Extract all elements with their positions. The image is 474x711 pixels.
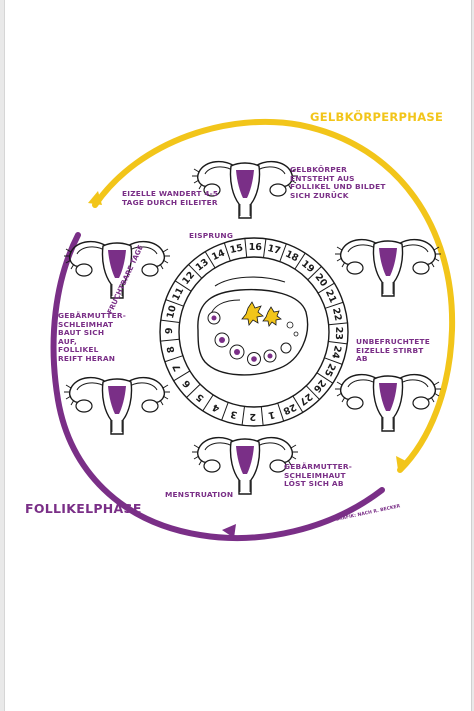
luteal-phase-title: GELBKÖRPERPHASE	[310, 110, 443, 124]
day-number: 23	[333, 327, 344, 340]
label-ovulation: EISPRUNG	[189, 232, 249, 241]
uterus-icon-left-lower	[64, 378, 170, 434]
follicular-phase-title: FOLLIKELPHASE	[25, 501, 142, 516]
label-egg-travel: EIZELLE WANDERT 4-5 TAGE DURCH EILEITER	[122, 190, 226, 207]
label-lining-sheds: GEBÄRMUTTER-SCHLEIMHAUT LÖST SICH AB	[284, 463, 366, 489]
label-corpus-luteum: GELBKÖRPER ENTSTEHT AUS FOLLIKEL UND BIL…	[290, 166, 390, 200]
day-number: 9	[164, 327, 175, 334]
label-lining-builds: GEBÄRMUTTER-SCHLEIMHAT BAUT SICH AUF, FO…	[58, 312, 120, 363]
day-number: 2	[249, 411, 256, 422]
arrow-head-yellow	[88, 191, 102, 205]
uterus-icon-right-lower	[335, 375, 441, 431]
uterus-icon-bottom	[192, 438, 298, 494]
uterus-icon-right-upper	[335, 240, 441, 296]
label-egg-dies: UNBEFRUCHTETE EIZELLE STIRBT AB	[356, 338, 434, 364]
day-number: 16	[249, 242, 263, 253]
label-menstruation: MENSTRUATION	[165, 491, 245, 500]
